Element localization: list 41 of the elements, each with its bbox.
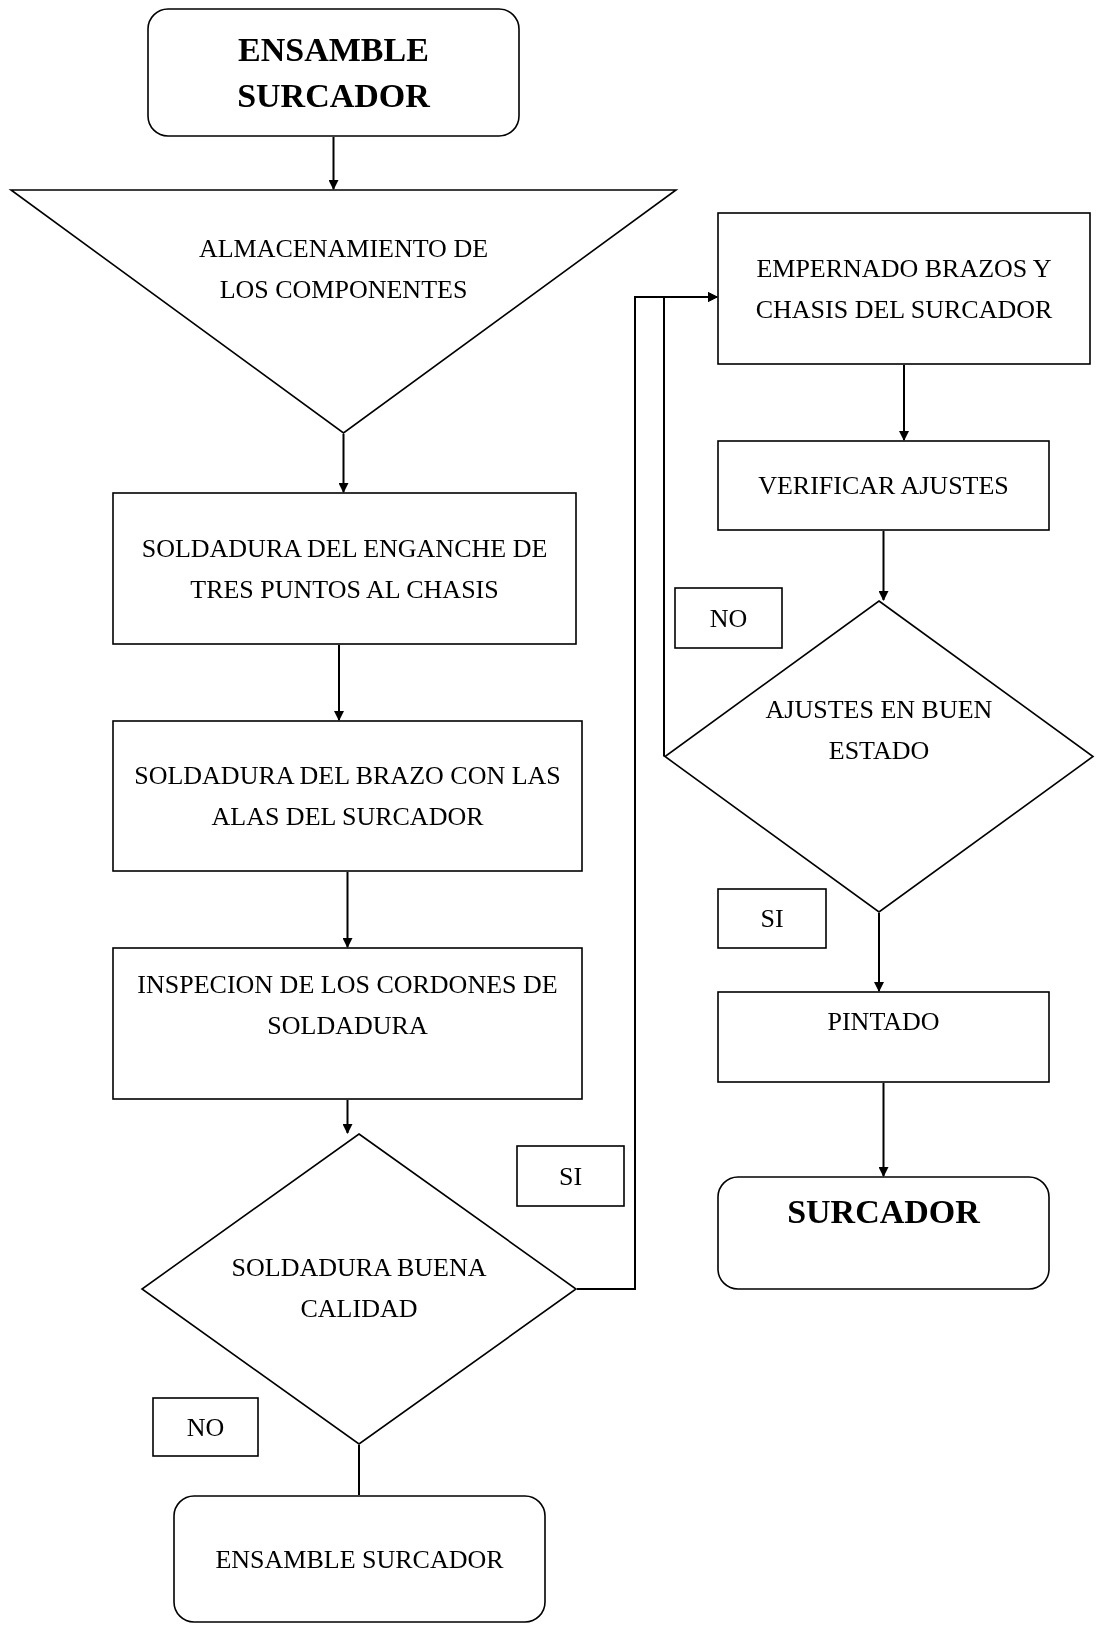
arrow [342, 871, 353, 948]
node-text: SOLDADURA DEL ENGANCHE DE TRES PUNTOS AL CHASIS [140, 532, 549, 606]
arrow [328, 136, 339, 190]
arrow [334, 644, 344, 721]
arrow [899, 364, 909, 441]
arrow [874, 912, 884, 992]
process-box [717, 440, 1050, 531]
node-text: VERIFICAR AJUSTES [758, 470, 1009, 502]
storage-triangle [10, 189, 677, 434]
node-text: NO [709, 602, 748, 635]
label-box [516, 1145, 625, 1207]
process-box [717, 212, 1091, 365]
arrow [342, 1099, 353, 1134]
node-text: SI [558, 1160, 583, 1193]
terminal-box [173, 1495, 546, 1623]
label-box [717, 888, 827, 949]
label-box [152, 1397, 259, 1457]
arrow [878, 1082, 889, 1177]
node-text: ALMACENAMIENTO DE LOS COMPONENTES [197, 233, 490, 306]
process-box [112, 947, 583, 1100]
node-text: NO [186, 1411, 225, 1444]
arrow [338, 433, 349, 493]
node-text: INSPECION DE LOS CORDONES DE SOLDADURA [136, 969, 559, 1042]
title-text: ENSAMBLE SURCADOR [236, 29, 431, 116]
process-box [112, 720, 583, 872]
node-text: AJUSTES EN BUEN ESTADO [764, 694, 994, 767]
process-box [112, 492, 577, 645]
terminal-box [717, 1176, 1050, 1290]
node-text: ENSAMBLE SURCADOR [215, 1543, 504, 1576]
node-text: SI [760, 903, 784, 935]
connector-line [358, 1444, 360, 1496]
terminal-box [147, 8, 520, 137]
label-box [674, 587, 783, 649]
arrow [663, 292, 718, 758]
node-text: PINTADO [827, 1005, 940, 1038]
node-text: EMPERNADO BRAZOS Y CHASIS DEL SURCADOR [754, 252, 1054, 326]
node-text: SOLDADURA BUENA CALIDAD [231, 1252, 487, 1325]
arrow [878, 530, 889, 601]
process-box [717, 991, 1050, 1083]
node-text: SOLDADURA DEL BRAZO CON LAS ALAS DEL SURCADOR [133, 760, 562, 833]
title-text: SURCADOR [787, 1192, 980, 1232]
